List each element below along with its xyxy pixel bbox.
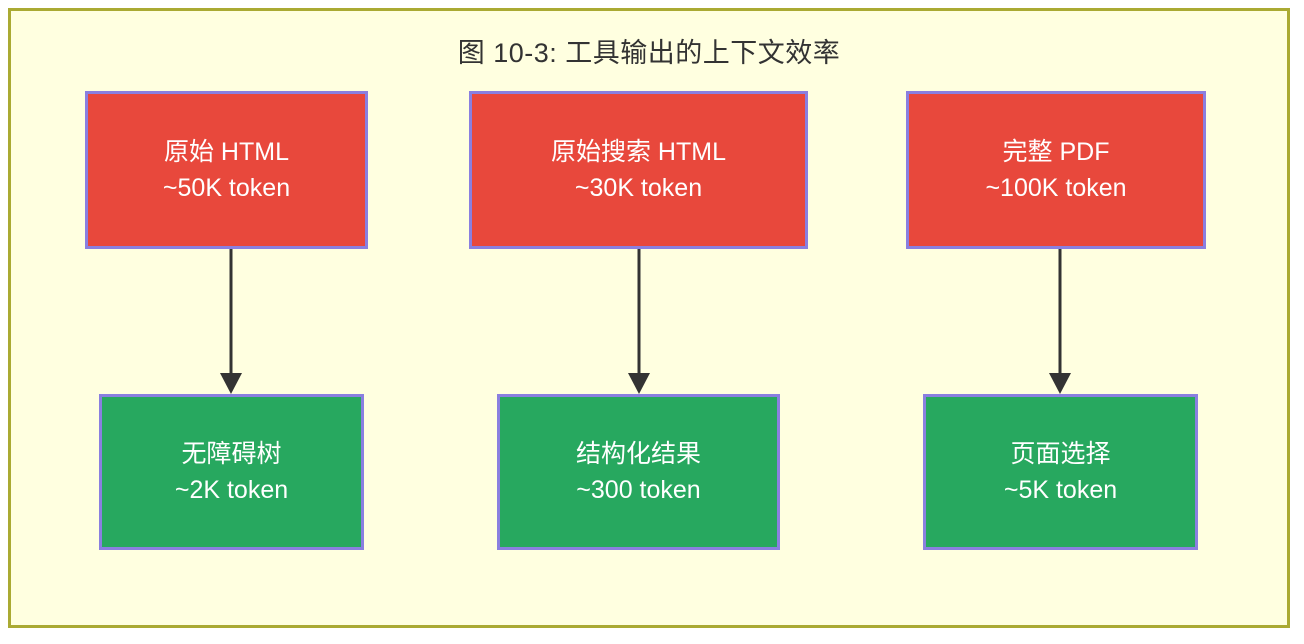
node-label: 页面选择 xyxy=(1010,439,1111,468)
node-result-accessibility-tree[interactable]: 无障碍树 ~2K token xyxy=(99,394,364,550)
node-source-full-pdf[interactable]: 完整 PDF ~100K token xyxy=(906,91,1206,249)
node-token-count: ~300 token xyxy=(576,476,701,504)
node-result-structured-results[interactable]: 结构化结果 ~300 token xyxy=(497,394,780,550)
node-token-count: ~100K token xyxy=(985,174,1127,202)
node-label: 结构化结果 xyxy=(575,439,701,468)
node-label: 原始搜索 HTML xyxy=(550,137,726,166)
figure-title: 图 10-3: 工具输出的上下文效率 xyxy=(457,38,841,68)
node-label: 原始 HTML xyxy=(163,137,289,166)
arrow-raw-html-to-accessibility-tree xyxy=(219,249,243,395)
node-source-raw-html[interactable]: 原始 HTML ~50K token xyxy=(85,91,368,249)
arrow-full-pdf-to-page-selection xyxy=(1048,249,1072,395)
node-label: 无障碍树 xyxy=(181,439,282,468)
node-token-count: ~30K token xyxy=(574,174,703,202)
node-result-page-selection[interactable]: 页面选择 ~5K token xyxy=(923,394,1198,550)
figure-frame: 图 10-3: 工具输出的上下文效率 原始 HTML ~50K token 原始… xyxy=(8,8,1290,628)
node-source-raw-search-html[interactable]: 原始搜索 HTML ~30K token xyxy=(469,91,808,249)
node-token-count: ~50K token xyxy=(162,174,291,202)
node-token-count: ~5K token xyxy=(1003,476,1118,504)
arrow-raw-search-html-to-structured-results xyxy=(627,249,651,395)
node-label: 完整 PDF xyxy=(1002,137,1110,166)
node-token-count: ~2K token xyxy=(174,476,289,504)
